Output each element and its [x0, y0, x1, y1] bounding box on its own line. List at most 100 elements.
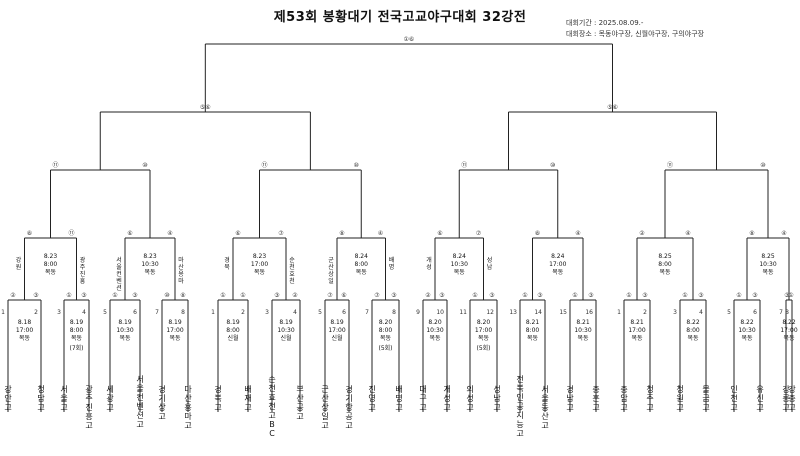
match-time: 10:30	[759, 261, 776, 268]
qf-score-left: ⑪	[261, 161, 267, 169]
team-char: 훈	[592, 393, 599, 403]
match-time: 8:00	[526, 327, 540, 334]
team-char: 세	[106, 385, 113, 394]
r32-score-right: ⑥	[341, 292, 346, 299]
qf-score-left: ⑪	[52, 161, 58, 169]
team-name: 물금고	[702, 385, 709, 412]
team-char: 담	[37, 393, 45, 403]
team-char: 북	[214, 394, 221, 403]
match-date: 8.23	[253, 253, 267, 260]
team-name: 경북고	[214, 384, 221, 412]
r32-score-right: ③	[537, 292, 542, 299]
seed-number: 4	[293, 309, 297, 316]
team-name: 강안고	[4, 384, 12, 412]
match-venue: 신월	[331, 334, 342, 342]
match-venue: 목동	[19, 335, 31, 342]
team-char: 고	[646, 403, 653, 412]
team-name: 개성고	[443, 384, 450, 412]
team-char: 북	[516, 384, 523, 393]
team-char: 천	[289, 277, 295, 285]
r32-score-right: ③	[81, 292, 86, 299]
seed-number: 1	[211, 309, 215, 316]
match-time: 8:00	[44, 261, 58, 268]
team-char: B	[269, 420, 275, 429]
advancing-team: 배명	[389, 256, 395, 271]
match-venue: 신월	[280, 334, 291, 342]
r16-score-right: ④	[378, 230, 383, 237]
team-char: 강	[782, 384, 790, 394]
team-char: 강	[16, 256, 22, 264]
team-char: 암	[620, 393, 628, 403]
match-date: 8.19	[168, 319, 182, 326]
match-time: 8:00	[658, 261, 672, 268]
r16-score-right: ⑦	[476, 230, 482, 237]
seed-number: 9	[416, 309, 420, 316]
team-char: 울	[541, 394, 548, 403]
team-char: 고	[345, 421, 352, 430]
team-char: 고	[214, 403, 221, 412]
r32-score-right: ③	[489, 292, 494, 299]
match-time: 8:00	[355, 261, 369, 268]
seed-number: 3	[673, 309, 677, 316]
team-char: 진	[80, 270, 86, 278]
match-date: 8.21	[526, 319, 540, 326]
match-venue: 목동	[478, 335, 490, 342]
seed-number: 7	[155, 309, 159, 316]
match-date: 8.19	[226, 319, 240, 326]
team-name: 유신고	[756, 385, 763, 412]
seed-number: 4	[699, 309, 703, 316]
team-char: 유	[756, 385, 763, 394]
team-char: 주	[80, 264, 86, 271]
seed-number: 1	[617, 309, 621, 316]
team-char: 고	[788, 403, 795, 412]
match-date: 8.21	[576, 319, 590, 326]
team-char: 남	[493, 394, 501, 403]
team-char: 고	[516, 429, 523, 438]
team-char: 용	[178, 271, 184, 278]
match-date: 8.19	[118, 319, 132, 326]
match-venue: 신월	[227, 334, 238, 342]
team-char: 대	[419, 385, 426, 394]
team-name: 의성고	[466, 384, 473, 412]
team-char: 상	[158, 402, 166, 412]
advancing-team: 강원	[16, 256, 22, 271]
team-char: 서	[60, 385, 67, 394]
match-venue: 목동	[380, 335, 392, 342]
team-char: 남	[487, 263, 493, 271]
match-venue: 목동	[659, 269, 671, 276]
seed-number: 1	[1, 309, 5, 316]
seed-number: 8	[785, 309, 789, 316]
seed-number: 12	[486, 309, 494, 316]
team-char: 서	[136, 375, 143, 384]
seed-number: 2	[241, 309, 245, 316]
team-char: 구	[419, 394, 426, 403]
team-char: 순	[268, 375, 275, 384]
team-char: 고	[730, 403, 737, 412]
team-char: 고	[676, 403, 683, 412]
seed-number: 6	[753, 309, 757, 316]
team-char: 상	[321, 402, 329, 412]
r16-score-left: ⑧	[749, 230, 754, 237]
r32-score-left: ②	[10, 292, 16, 299]
team-char: 고	[268, 411, 275, 420]
team-char: 광	[106, 393, 114, 403]
team-char: 고	[419, 403, 426, 412]
seed-number: 3	[57, 309, 61, 316]
team-char: 벤	[136, 401, 143, 411]
team-char: 효	[289, 271, 295, 278]
team-char: 컨	[116, 270, 122, 278]
team-char: 영	[368, 393, 375, 403]
match-time: 17:00	[166, 327, 183, 334]
r16-score-left: ⑥	[127, 230, 132, 237]
match-venue: 목동	[552, 269, 564, 276]
r32-score-left: ①	[626, 292, 631, 299]
r16-score-left: ②	[639, 230, 645, 237]
match-date: 8.21	[630, 319, 644, 326]
team-char: 전	[516, 374, 523, 384]
r16-score-right: ⑪	[68, 229, 74, 237]
team-name: 배명고	[395, 385, 402, 412]
